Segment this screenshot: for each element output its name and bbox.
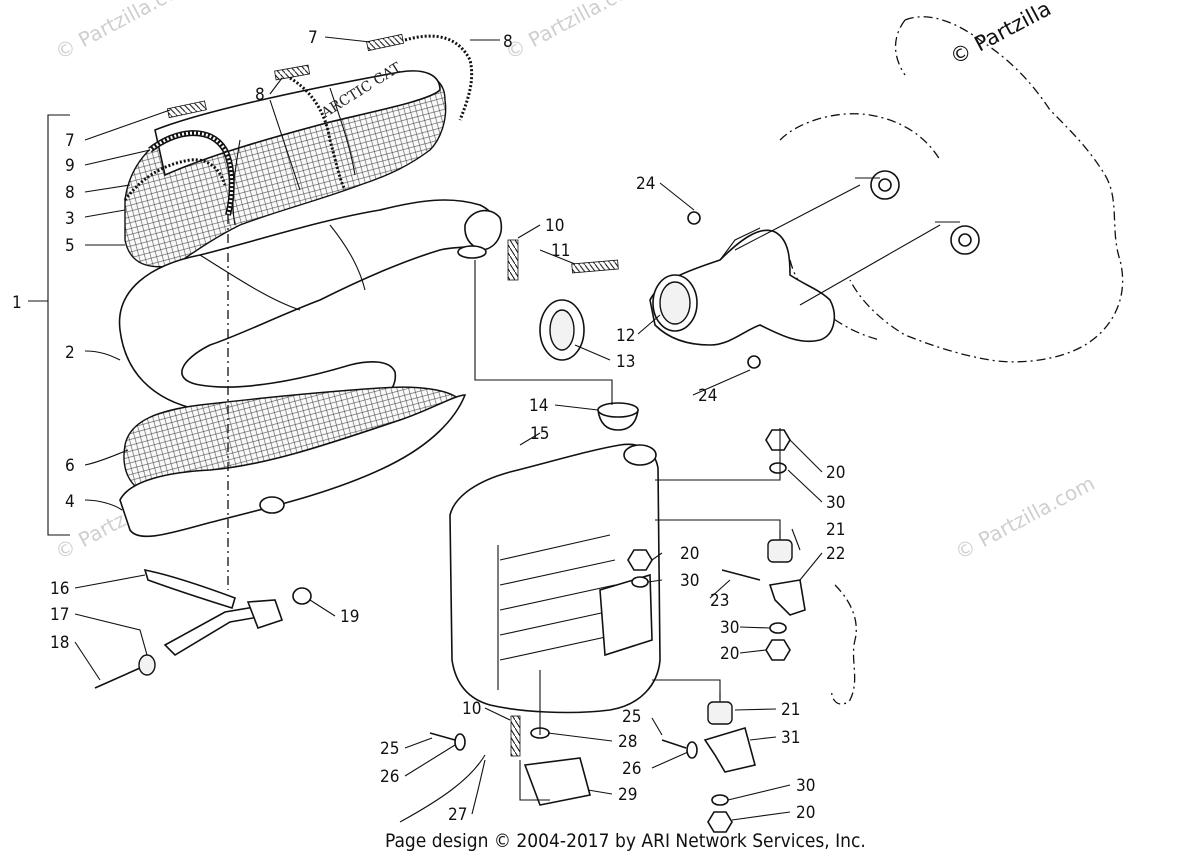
watermark-text: © Partzilla.com	[501, 0, 649, 64]
callout-24: 24	[636, 174, 655, 194]
routing-lines	[227, 215, 781, 801]
watermark-text: © Partzilla.com	[951, 471, 1099, 565]
callout-17: 17	[50, 605, 69, 625]
callout-10: 10	[545, 216, 564, 236]
callout-11: 11	[551, 241, 570, 261]
callout-6: 6	[65, 456, 75, 476]
callout-18: 18	[50, 633, 69, 653]
callout-16: 16	[50, 579, 69, 599]
manifold-studs	[855, 170, 980, 255]
callout-8: 8	[255, 85, 265, 105]
muffler-bracket	[523, 757, 591, 806]
callout-2: 2	[65, 343, 75, 363]
callout-15: 15	[530, 424, 549, 444]
assembly-bracket	[47, 114, 70, 536]
exhaust-manifold	[649, 227, 836, 346]
manifold-nuts	[687, 211, 761, 369]
exhaust-clip-assembly	[138, 568, 284, 676]
callout-30: 30	[796, 776, 815, 796]
callout-10: 10	[462, 699, 481, 719]
mount-bracket-lower	[703, 726, 756, 773]
callout-25: 25	[380, 739, 399, 759]
callout-25: 25	[622, 707, 641, 727]
rubber-mount-lower	[707, 692, 733, 725]
watermark-corner-text: © Partzilla	[946, 0, 1055, 69]
callout-22: 22	[826, 544, 845, 564]
lower-heat-shield	[119, 386, 467, 538]
callout-26: 26	[622, 759, 641, 779]
callout-27: 27	[448, 805, 467, 825]
callout-1: 1	[12, 293, 22, 313]
fastener-group	[292, 429, 791, 833]
callout-12: 12	[616, 326, 635, 346]
callout-4: 4	[65, 492, 75, 512]
callout-20: 20	[796, 803, 815, 823]
callout-8: 8	[65, 183, 75, 203]
muffler	[449, 443, 661, 714]
callout-19: 19	[340, 607, 359, 627]
callout-20: 20	[680, 544, 699, 564]
footer-copyright: Page design © 2004-2017 by ARI Network S…	[385, 830, 866, 852]
callout-9: 9	[65, 156, 75, 176]
callout-labels: 1 2 3 4 5 6 7 7 8 8 8 9 10 10 11 12 13 1…	[12, 28, 845, 825]
callout-31: 31	[781, 728, 800, 748]
callout-14: 14	[529, 396, 548, 416]
callout-20: 20	[826, 463, 845, 483]
callout-30: 30	[826, 493, 845, 513]
callout-30: 30	[680, 571, 699, 591]
callout-7: 7	[65, 131, 75, 151]
ground-cable	[399, 754, 486, 823]
leader-lines	[74, 36, 823, 821]
callout-26: 26	[380, 767, 399, 787]
exhaust-gasket	[539, 299, 585, 361]
bolt-group	[94, 569, 761, 749]
mount-bracket-upper	[768, 579, 806, 616]
callout-21: 21	[781, 700, 800, 720]
callout-24: 24	[698, 386, 717, 406]
callout-13: 13	[616, 352, 635, 372]
callout-7: 7	[308, 28, 318, 48]
callout-5: 5	[65, 236, 75, 256]
watermark-text: © Partzilla.com	[51, 0, 199, 64]
callout-23: 23	[710, 591, 729, 611]
callout-30: 30	[720, 618, 739, 638]
engine-outline	[779, 16, 1124, 705]
callout-20: 20	[720, 644, 739, 664]
callout-29: 29	[618, 785, 637, 805]
callout-28: 28	[618, 732, 637, 752]
muffler-grommet	[597, 402, 639, 431]
callout-3: 3	[65, 209, 75, 229]
retaining-chains	[123, 34, 474, 201]
callout-21: 21	[826, 520, 845, 540]
callout-8: 8	[503, 32, 513, 52]
spring-group	[166, 33, 619, 757]
